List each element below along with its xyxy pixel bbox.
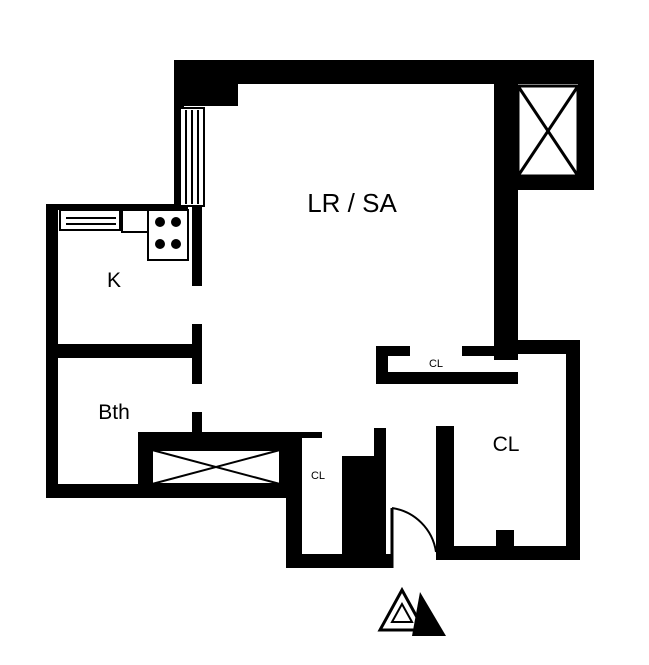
wall-small-cl-bottom <box>376 372 518 384</box>
wall-hvac-bottom <box>138 484 302 498</box>
wall-hvac-top <box>138 432 302 450</box>
wall-hall-closet-top <box>302 432 322 438</box>
wall-small-cl-top-right <box>462 346 518 356</box>
wall-cl-left <box>436 426 454 560</box>
wall-cl-right <box>566 340 580 560</box>
wall-hall-right <box>374 428 386 568</box>
wall-shaft-right <box>578 60 594 190</box>
wall-kitchen-top <box>46 204 188 210</box>
room-label-closet-small: CL <box>429 358 443 370</box>
stove-icon <box>121 209 189 261</box>
wall-cl-stub <box>496 530 514 548</box>
wall-hall-closet-divider <box>342 456 378 554</box>
window-icon <box>179 107 205 207</box>
hvac-duct-icon <box>151 449 281 485</box>
entry-door-swing-icon <box>390 507 437 568</box>
wall-shaft-bottom <box>494 176 594 190</box>
room-label-closet-hall: CL <box>311 470 325 482</box>
wall-cl-bottom <box>440 546 580 560</box>
wall-hall-bottom <box>286 554 392 568</box>
wall-hall-left <box>286 432 302 568</box>
wall-kitchen-partition-upper <box>192 204 202 286</box>
sink-icon <box>59 209 121 231</box>
room-label-bath: Bth <box>98 401 130 424</box>
room-label-kitchen: K <box>107 269 121 292</box>
wall-top <box>174 60 594 84</box>
wall-right <box>494 84 518 360</box>
wall-kitchen-partition-bottom <box>192 412 202 438</box>
wall-kitchen-bath <box>46 344 202 358</box>
wall-corner-block <box>174 60 238 106</box>
room-label-living: LR / SA <box>307 188 397 218</box>
walls <box>46 60 594 568</box>
elevator-shaft-icon <box>516 84 580 178</box>
wall-hvac-left <box>138 432 152 498</box>
entrance-arrow-icon <box>377 586 446 636</box>
room-label-closet-large: CL <box>493 433 520 456</box>
wall-small-cl-top-left <box>376 346 410 356</box>
